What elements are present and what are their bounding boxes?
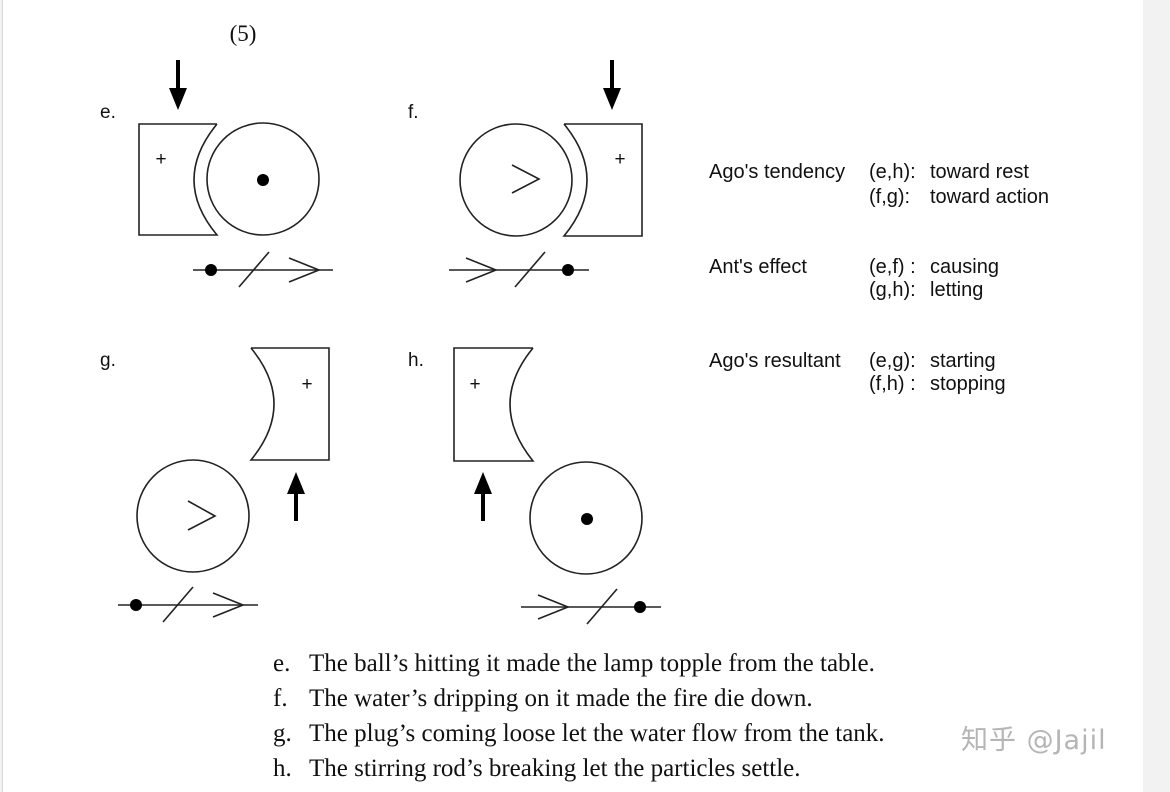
example-letter: e. (273, 650, 291, 677)
legend-value: causing (930, 256, 999, 278)
legend-tendency: Ago's tendency (e,h): toward rest (f,g):… (709, 161, 1049, 208)
legend-effect: Ant's effect (e,f) : causing (g,h): lett… (709, 256, 999, 301)
agonist-circle (529, 461, 643, 575)
action-symbol (187, 500, 217, 531)
plus-sign: + (614, 149, 625, 170)
figure-number: (5) (230, 21, 257, 46)
legend-value: toward action (930, 186, 1049, 208)
legend-key: (f,g): (869, 186, 910, 208)
agonist-circle (459, 123, 573, 237)
legend-key: (f,h) : (869, 373, 916, 395)
antagonist-shape (138, 123, 219, 236)
legend-heading: Ago's tendency (709, 161, 845, 183)
example-text: The water’s dripping on it made the fire… (309, 685, 813, 712)
example-sentence: h. The stirring rod’s breaking let the pa… (273, 751, 885, 786)
panel-e-label: e. (100, 102, 116, 123)
panel-h-label: h. (408, 350, 424, 371)
legend-key: (e,g): (869, 350, 916, 372)
push-up-arrow (287, 472, 305, 521)
rest-dot (205, 264, 217, 276)
example-text: The stirring rod’s breaking let the part… (309, 755, 801, 782)
legend-heading: Ant's effect (709, 256, 807, 278)
rest-dot (634, 601, 646, 613)
legend-value: starting (930, 350, 996, 372)
action-symbol (511, 164, 541, 194)
legend-resultant: Ago's resultant (e,g): starting (f,h) : … (709, 350, 1006, 395)
plus-sign: + (469, 374, 480, 395)
rest-dot (562, 264, 574, 276)
force-dynamics-diagram: (5) e. + f. + (100, 21, 1049, 625)
legend-value: letting (930, 279, 983, 301)
rest-dot (130, 599, 142, 611)
panel-g: g. + (100, 347, 330, 623)
panel-f-label: f. (408, 102, 419, 123)
antagonist-shape (249, 347, 330, 461)
watermark: 知乎 @Jajil (961, 725, 1107, 756)
antagonist-shape (562, 123, 643, 237)
panel-h: h. + (408, 347, 661, 625)
example-text: The ball’s hitting it made the lamp topp… (309, 650, 875, 677)
plus-sign: + (301, 374, 312, 395)
example-sentence: e. The ball’s hitting it made the lamp to… (273, 646, 885, 681)
push-down-arrow (603, 60, 621, 110)
page: (5) e. + f. + (2, 0, 1143, 792)
antagonist-shape (453, 347, 535, 462)
legend: Ago's tendency (e,h): toward rest (f,g):… (709, 161, 1049, 395)
legend-value: stopping (930, 373, 1006, 395)
rest-dot (581, 513, 593, 525)
panel-e: e. + (100, 60, 333, 288)
example-sentence: g. The plug’s coming loose let the water … (273, 716, 885, 751)
push-down-arrow (169, 60, 187, 110)
example-letter: h. (273, 755, 292, 782)
plus-sign: + (155, 149, 166, 170)
legend-key: (g,h): (869, 279, 916, 301)
agonist-circle (206, 122, 320, 236)
example-sentences: e. The ball’s hitting it made the lamp to… (273, 646, 885, 786)
agonist-circle (136, 459, 250, 573)
legend-key: (e,f) : (869, 256, 916, 278)
example-text: The plug’s coming loose let the water fl… (309, 720, 885, 747)
legend-heading: Ago's resultant (709, 350, 841, 372)
panel-g-label: g. (100, 350, 116, 371)
example-letter: f. (273, 685, 288, 712)
push-up-arrow (474, 472, 492, 521)
example-sentence: f. The water’s dripping on it made the fi… (273, 681, 885, 716)
example-letter: g. (273, 720, 292, 747)
rest-dot (257, 174, 269, 186)
legend-key: (e,h): (869, 161, 916, 183)
legend-value: toward rest (930, 161, 1029, 183)
panel-f: f. + (408, 60, 643, 288)
